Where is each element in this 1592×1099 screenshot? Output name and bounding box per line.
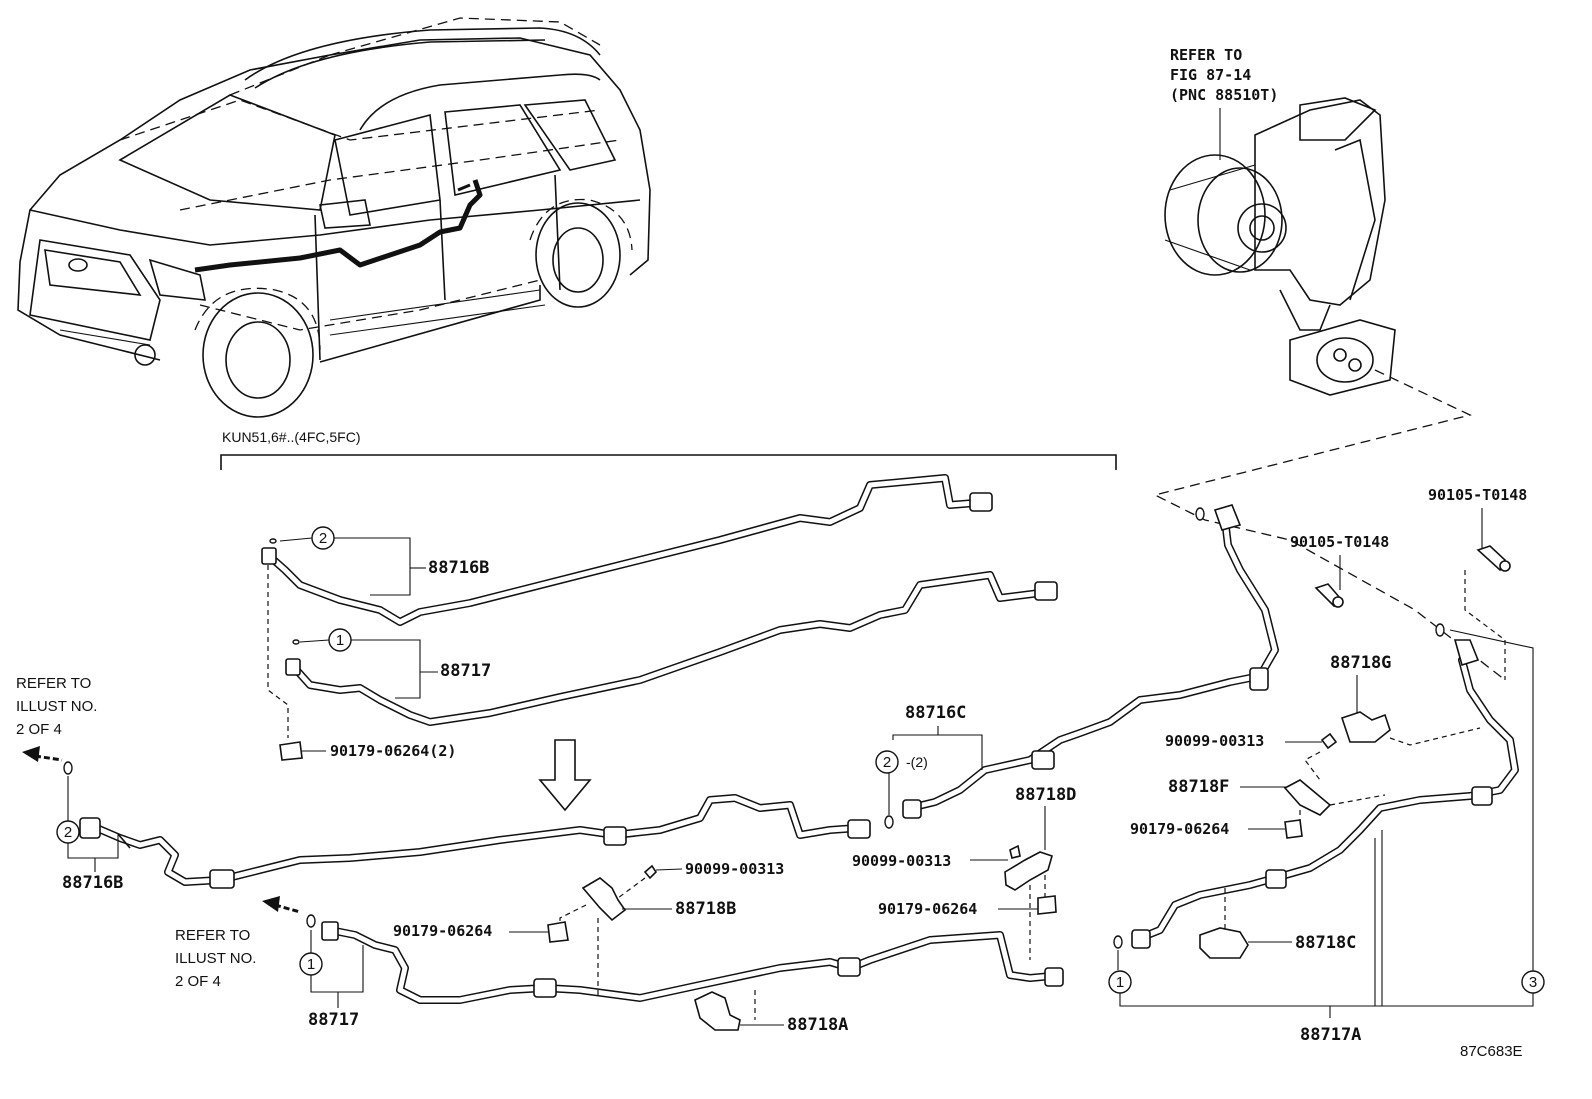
part-90179-mid: 90179-06264 [393,922,492,940]
vehicle-illustration [17,17,651,418]
part-88716B-top: 88716B [428,558,489,578]
refer-left-3: 2 OF 4 [16,721,62,738]
down-arrow-icon [538,739,592,812]
part-90179-d: 90179-06264 [878,900,977,918]
part-88718F: 88718F [1168,777,1229,797]
part-90099-mid: 90099-00313 [685,860,784,878]
marker-2-top-label: 2 [319,530,327,547]
part-88718G: 88718G [1330,653,1391,673]
part-88718C: 88718C [1295,933,1356,953]
marker-1-top-label: 1 [336,632,344,649]
refer-mid-1: REFER TO [175,927,250,944]
model-code-label: KUN51,6#..(4FC,5FC) [222,429,360,445]
lower-pipe-88717 [321,921,1064,1004]
part-90105-a: 90105-T0148 [1428,486,1527,504]
refer-mid-3: 2 OF 4 [175,973,221,990]
part-88716B-left: 88716B [62,873,123,893]
part-88717A: 88717A [1300,1025,1361,1045]
part-88716C-qty: -(2) [906,754,928,770]
part-90099-g: 90099-00313 [1165,732,1264,750]
marker-2-right: 2 [883,754,891,771]
diagram-id: 87C683E [1460,1043,1523,1060]
kun51-section: KUN51,6#..(4FC,5FC) 2 88716B 1 88717 901… [220,429,1117,761]
ref-fig-line2: FIG 87-14 [1170,66,1251,84]
bracket-88718D-group: 88718D 90099-00313 90179-06264 [852,785,1076,960]
part-90179-f: 90179-06264 [1130,820,1229,838]
part-90105-b: 90105-T0148 [1290,533,1389,551]
part-90179-top: 90179-06264(2) [330,742,456,760]
pipe-88717A [1131,623,1519,949]
marker-2-left: 2 [64,824,72,841]
part-88717-bottom: 88717 [308,1010,359,1030]
bracket-88718B-group: 90099-00313 88718B 90179-06264 88718A [393,860,848,1035]
lower-pipe-88716B [79,794,871,889]
refer-mid: REFER TO ILLUST NO. 2 OF 4 1 88717 [175,896,364,1030]
blower-unit-illustration: REFER TO FIG 87-14 (PNC 88510T) [1164,46,1396,396]
marker-3-right: 3 [1529,974,1537,991]
part-88716C: 88716C [905,703,966,723]
refer-mid-2: ILLUST NO. [175,950,256,967]
ref-fig-line3: (PNC 88510T) [1170,86,1278,104]
part-88717-top: 88717 [440,661,491,681]
part-88718B: 88718B [675,899,736,919]
part-88718A: 88718A [787,1015,848,1035]
marker-1-right: 1 [1116,974,1124,991]
part-88718D: 88718D [1015,785,1076,805]
refer-left-2: ILLUST NO. [16,698,97,715]
part-90099-d: 90099-00313 [852,852,951,870]
refer-left-1: REFER TO [16,675,91,692]
pipe-88716C: 88716C 2 -(2) [875,504,1279,829]
refer-left: REFER TO ILLUST NO. 2 OF 4 2 88716B [16,675,123,893]
marker-1-mid: 1 [307,956,315,973]
right-labels: 90105-T0148 90105-T0148 88718G 90099-003… [1108,486,1545,1045]
ref-fig-line1: REFER TO [1170,46,1242,64]
